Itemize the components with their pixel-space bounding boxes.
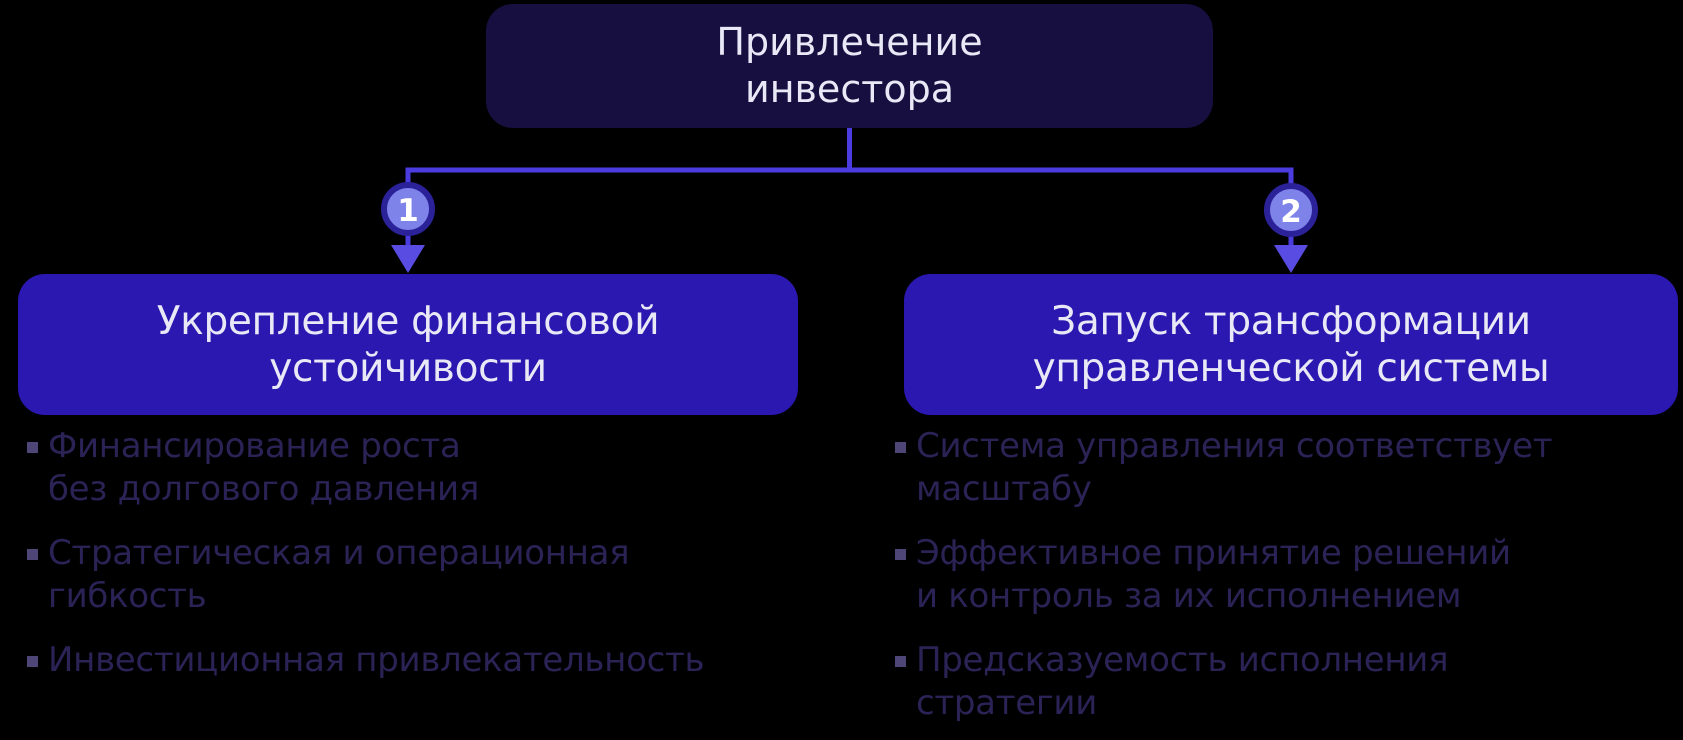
- root-node-title: Привлечение инвестора: [716, 20, 983, 111]
- bullet-square-icon: [895, 549, 906, 560]
- arrow-down-icon: [1274, 245, 1308, 273]
- branch-1-bullets: Финансирование роста без долгового давле…: [27, 425, 827, 703]
- list-item: Финансирование роста без долгового давле…: [27, 425, 827, 511]
- branch-1-number: 1: [397, 193, 419, 229]
- branch-2-number: 2: [1280, 194, 1302, 230]
- branch-1-title: Укрепление финансовой устойчивости: [156, 298, 660, 391]
- badge-circle-icon: [381, 182, 435, 236]
- bullet-square-icon: [895, 656, 906, 667]
- list-item: Стратегическая и операционная гибкость: [27, 532, 827, 618]
- bullet-text: Стратегическая и операционная гибкость: [48, 533, 630, 616]
- bullet-text: Предсказуемость исполнения стратегии: [916, 640, 1449, 723]
- bullet-text: Эффективное принятие решений и контроль …: [916, 533, 1511, 616]
- bullet-text: Финансирование роста без долгового давле…: [48, 426, 480, 509]
- badge-circle-icon: [1264, 183, 1318, 237]
- bullet-square-icon: [27, 442, 38, 453]
- list-item: Эффективное принятие решений и контроль …: [895, 532, 1683, 618]
- root-node: Привлечение инвестора: [486, 4, 1213, 128]
- bullet-square-icon: [27, 549, 38, 560]
- branch-2-card: Запуск трансформации управленческой сист…: [904, 274, 1678, 415]
- list-item: Инвестиционная привлекательность: [27, 639, 827, 682]
- list-item: Система управления соответствует масштаб…: [895, 425, 1683, 511]
- branch-2-badge: 2: [1264, 183, 1318, 237]
- branch-2-bullets: Система управления соответствует масштаб…: [895, 425, 1683, 740]
- bullet-square-icon: [895, 442, 906, 453]
- bullet-text: Инвестиционная привлекательность: [48, 640, 705, 680]
- bullet-text: Система управления соответствует масштаб…: [916, 426, 1553, 509]
- arrow-down-icon: [391, 245, 425, 273]
- branch-1-badge: 1: [381, 182, 435, 236]
- branch-2-title: Запуск трансформации управленческой сист…: [1032, 298, 1550, 391]
- list-item: Предсказуемость исполнения стратегии: [895, 639, 1683, 725]
- bullet-square-icon: [27, 656, 38, 667]
- branch-1-card: Укрепление финансовой устойчивости: [18, 274, 798, 415]
